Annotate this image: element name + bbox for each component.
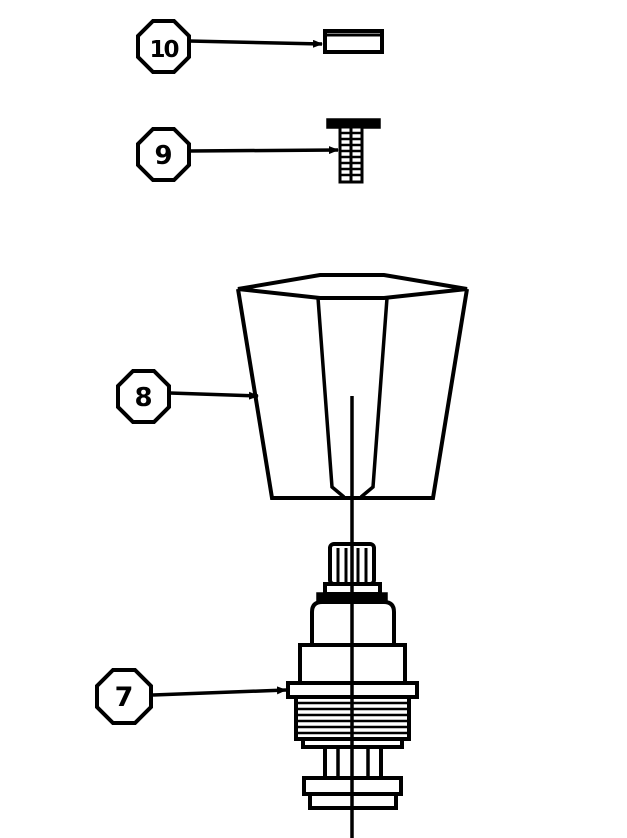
callout-7-octagon-icon — [95, 668, 153, 725]
part-9-screw — [326, 118, 381, 184]
leader-arrow-9 — [188, 146, 339, 155]
leader-arrow-8 — [169, 391, 259, 400]
callout-7 — [95, 668, 153, 725]
callout-9 — [136, 127, 191, 182]
callout-9-label: 9 — [154, 141, 172, 171]
callout-7-label: 7 — [115, 682, 134, 713]
callout-9-octagon-icon — [136, 127, 191, 182]
callout-10 — [136, 19, 191, 74]
leader-arrow-7 — [152, 686, 287, 697]
callout-8-label: 8 — [134, 383, 152, 413]
callout-8-octagon-icon — [116, 369, 171, 424]
callout-10-octagon-icon — [136, 19, 191, 74]
callout-8 — [116, 369, 171, 424]
part-10-cap — [323, 29, 384, 54]
callout-10-label: 10 — [149, 37, 178, 63]
leader-arrow-10 — [188, 39, 323, 48]
